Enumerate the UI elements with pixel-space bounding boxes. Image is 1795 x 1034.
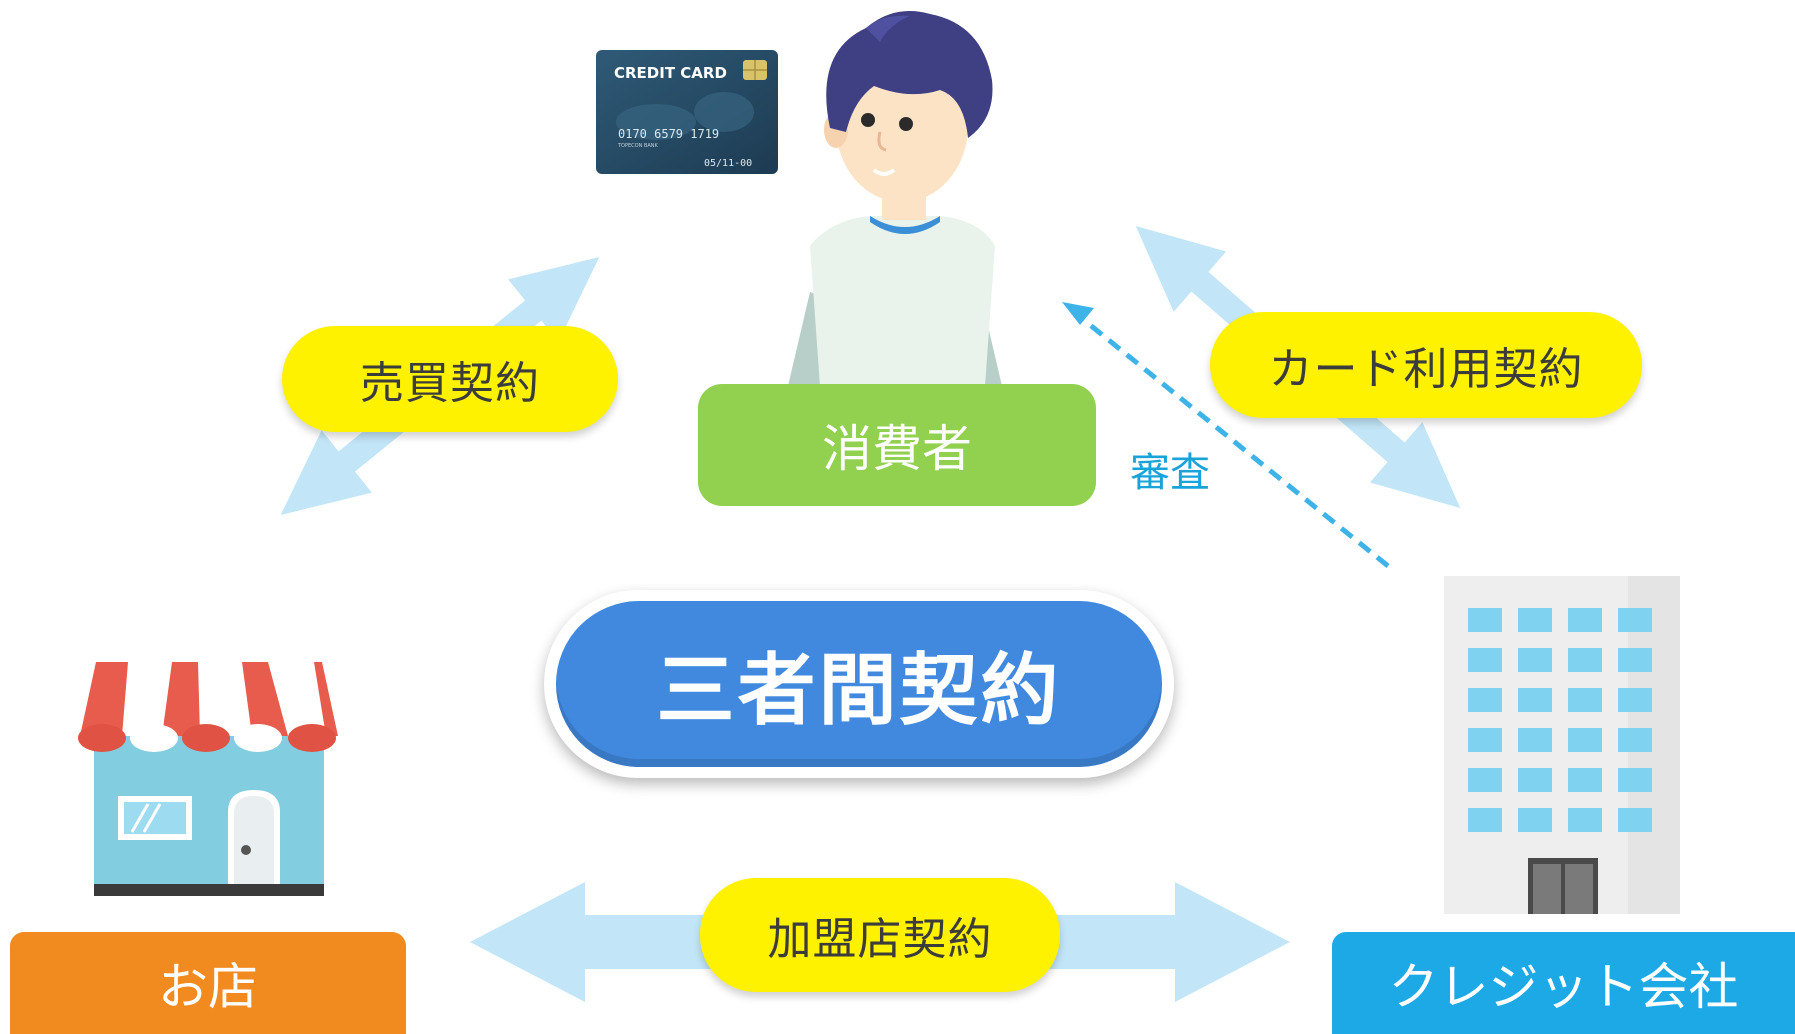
- building-window: [1468, 608, 1502, 632]
- building-window: [1518, 728, 1552, 752]
- building-window: [1568, 608, 1602, 632]
- consumer-label: 消費者: [822, 420, 972, 478]
- building-window: [1618, 608, 1652, 632]
- building-window: [1468, 728, 1502, 752]
- card-number: 0170 6579 1719: [618, 127, 719, 141]
- shop-icon: [78, 662, 338, 896]
- building-window: [1518, 648, 1552, 672]
- card-usage-contract-pill: カード利用契約: [1210, 312, 1642, 418]
- building-window: [1468, 648, 1502, 672]
- building-window: [1518, 768, 1552, 792]
- three-party-contract-badge: 三者間契約: [556, 601, 1162, 767]
- building-window: [1468, 768, 1502, 792]
- merchant-contract-pill: 加盟店契約: [700, 878, 1060, 992]
- card-bank: TOPECON BANK: [617, 143, 659, 149]
- building-windows: [1468, 608, 1652, 832]
- building-window: [1468, 688, 1502, 712]
- center-label: 三者間契約: [656, 646, 1062, 736]
- shop-label: お店: [158, 958, 258, 1016]
- building-window: [1568, 688, 1602, 712]
- building-window: [1618, 768, 1652, 792]
- building-window: [1618, 648, 1652, 672]
- building-window: [1518, 608, 1552, 632]
- building-window: [1568, 728, 1602, 752]
- building-window: [1618, 728, 1652, 752]
- review-label: 審査: [1130, 450, 1210, 496]
- building-window: [1518, 808, 1552, 832]
- building-window: [1568, 648, 1602, 672]
- credit-card-icon: CREDIT CARD 0170 6579 1719 TOPECON BANK …: [596, 50, 778, 174]
- card-title: CREDIT CARD: [614, 64, 727, 82]
- consumer-box: 消費者: [698, 384, 1096, 506]
- sales-contract-label: 売買契約: [360, 358, 540, 409]
- office-building-icon: [1444, 576, 1680, 914]
- review-arrow: [1062, 302, 1390, 568]
- shop-box: お店: [10, 932, 406, 1034]
- consumer-person-icon: [788, 11, 1002, 386]
- card-expiry: 05/11-00: [704, 158, 752, 169]
- building-window: [1568, 808, 1602, 832]
- building-window: [1468, 808, 1502, 832]
- building-window: [1618, 808, 1652, 832]
- building-window: [1568, 768, 1602, 792]
- building-window: [1618, 688, 1652, 712]
- building-window: [1518, 688, 1552, 712]
- merchant-contract-label: 加盟店契約: [767, 914, 993, 965]
- credit-company-label: クレジット会社: [1388, 958, 1739, 1016]
- card-usage-contract-label: カード利用契約: [1268, 344, 1584, 395]
- sales-contract-pill: 売買契約: [282, 326, 618, 432]
- credit-company-box: クレジット会社: [1332, 932, 1795, 1034]
